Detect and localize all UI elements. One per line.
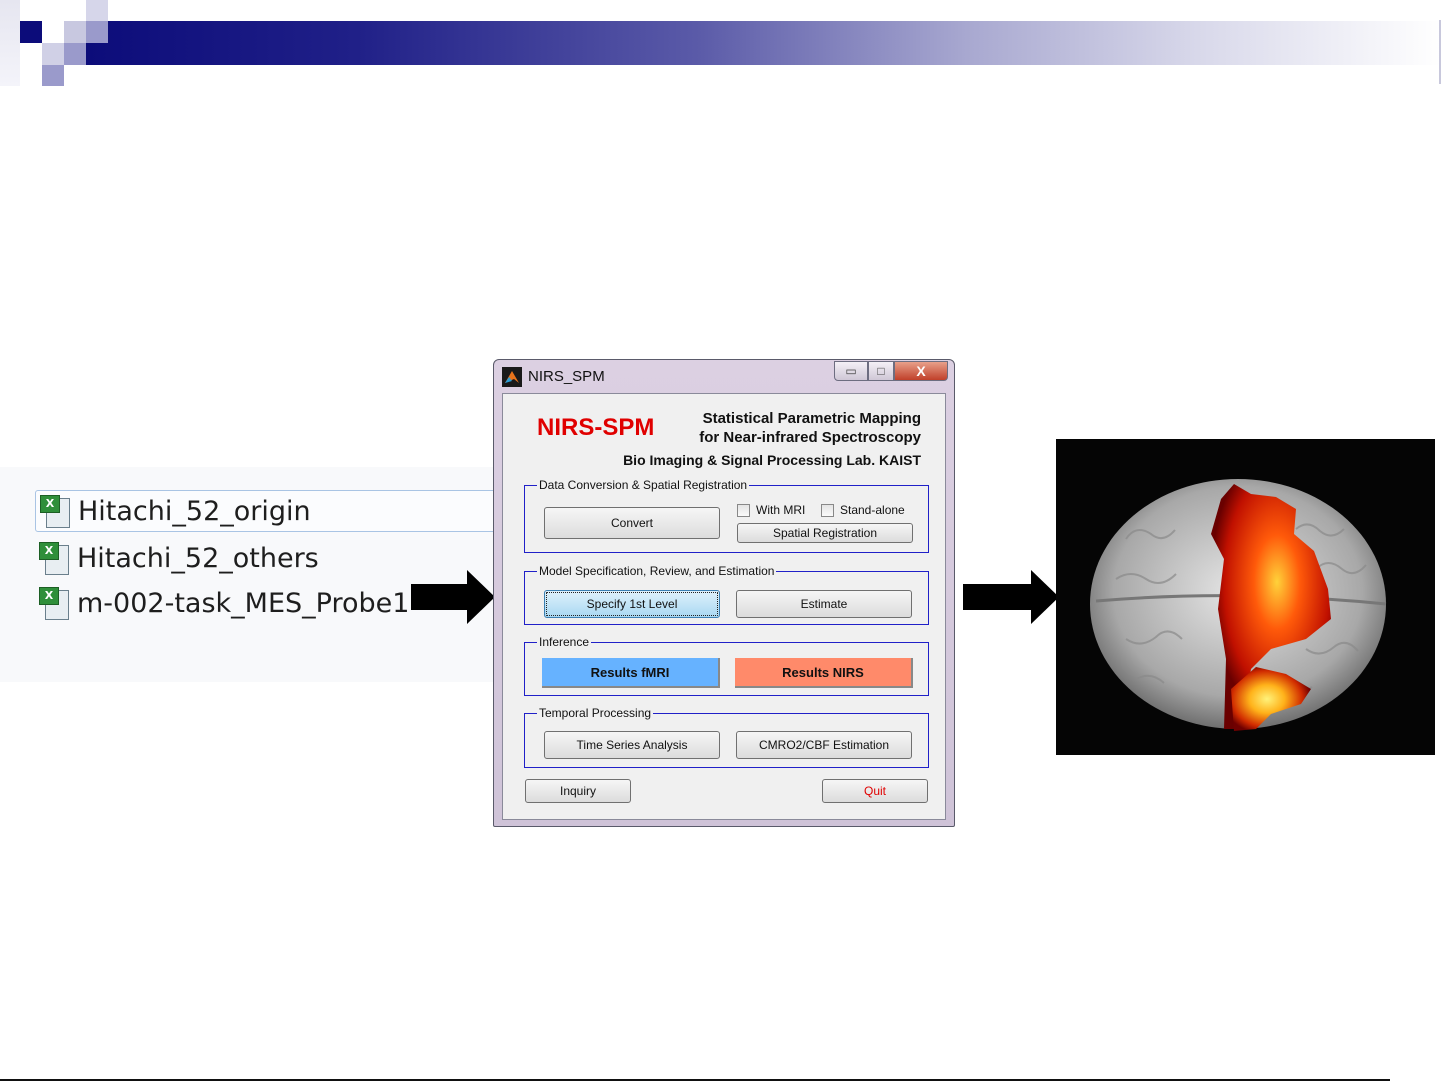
group-label: Inference	[537, 634, 592, 650]
header-square	[64, 21, 86, 43]
file-item-hitachi-origin[interactable]: X Hitachi_52_origin	[35, 490, 507, 532]
close-icon: X	[916, 363, 926, 379]
app-subtitle-line1: Statistical Parametric Mapping	[702, 410, 921, 427]
header-square	[42, 65, 64, 86]
brain-activation-image	[1056, 439, 1435, 755]
matlab-icon	[502, 367, 522, 387]
nirs-spm-window: NIRS_SPM ▭ □ X NIRS-SPM Statistical Para…	[493, 359, 955, 827]
file-item-mes-probe1[interactable]: X m-002-task_MES_Probe1	[35, 583, 409, 623]
app-subtitle: Statistical Parametric Mapping for Near-…	[699, 409, 921, 447]
group-data-conversion: Data Conversion & Spatial Registration C…	[524, 477, 929, 553]
excel-file-icon: X	[40, 495, 70, 528]
group-label: Temporal Processing	[537, 705, 654, 721]
excel-file-icon: X	[39, 587, 69, 620]
maximize-button[interactable]: □	[868, 361, 894, 381]
time-series-analysis-button[interactable]: Time Series Analysis	[544, 731, 720, 759]
app-subtitle-line2: for Near-infrared Spectroscopy	[699, 429, 921, 446]
maximize-icon: □	[877, 364, 885, 378]
quit-button[interactable]: Quit	[822, 779, 928, 803]
header-gradient-bar	[86, 21, 1441, 65]
group-temporal-processing: Temporal Processing Time Series Analysis…	[524, 705, 929, 768]
checkbox-label: Stand-alone	[840, 503, 905, 517]
minimize-button[interactable]: ▭	[834, 361, 868, 381]
group-label: Model Specification, Review, and Estimat…	[537, 563, 777, 579]
estimate-button[interactable]: Estimate	[736, 590, 912, 618]
cmro2-cbf-estimation-button[interactable]: CMRO2/CBF Estimation	[736, 731, 912, 759]
header-square	[20, 21, 42, 43]
group-inference: Inference Results fMRI Results NIRS	[524, 634, 929, 696]
header-square	[64, 43, 86, 65]
right-arrow-icon	[963, 570, 1059, 624]
header-vertical-line	[1439, 20, 1441, 84]
file-name: Hitachi_52_origin	[78, 495, 311, 527]
window-controls: ▭ □ X	[834, 361, 948, 381]
brain-render-icon	[1090, 479, 1387, 731]
app-name: NIRS-SPM	[537, 414, 655, 441]
checkbox-label: With MRI	[756, 503, 806, 517]
window-client-area: NIRS-SPM Statistical Parametric Mapping …	[502, 393, 946, 820]
minimize-icon: ▭	[845, 364, 857, 378]
slide-footer-line	[0, 1079, 1390, 1081]
group-label: Data Conversion & Spatial Registration	[537, 477, 750, 493]
results-fmri-button[interactable]: Results fMRI	[542, 658, 720, 688]
right-arrow-icon	[411, 570, 495, 624]
inquiry-button[interactable]: Inquiry	[525, 779, 631, 803]
header-square	[86, 0, 108, 21]
checkbox-icon	[821, 503, 834, 517]
header-square	[42, 43, 64, 65]
with-mri-checkbox[interactable]: With MRI	[737, 503, 805, 517]
excel-file-icon: X	[39, 542, 69, 575]
lab-name: Bio Imaging & Signal Processing Lab. KAI…	[623, 452, 921, 468]
header-square	[0, 0, 20, 86]
results-nirs-button[interactable]: Results NIRS	[735, 658, 913, 688]
spatial-registration-button[interactable]: Spatial Registration	[737, 523, 913, 543]
checkbox-icon	[737, 503, 750, 517]
file-list-panel: X Hitachi_52_origin X Hitachi_52_others …	[0, 467, 507, 682]
header-square	[86, 21, 108, 43]
file-name: Hitachi_52_others	[77, 542, 319, 574]
close-button[interactable]: X	[894, 361, 948, 381]
specify-1st-level-button[interactable]: Specify 1st Level	[544, 590, 720, 618]
convert-button[interactable]: Convert	[544, 507, 720, 539]
stand-alone-checkbox[interactable]: Stand-alone	[821, 503, 905, 517]
file-name: m-002-task_MES_Probe1	[77, 587, 410, 619]
file-item-hitachi-others[interactable]: X Hitachi_52_others	[35, 538, 319, 578]
group-model-specification: Model Specification, Review, and Estimat…	[524, 563, 929, 625]
window-title: NIRS_SPM	[528, 368, 605, 385]
